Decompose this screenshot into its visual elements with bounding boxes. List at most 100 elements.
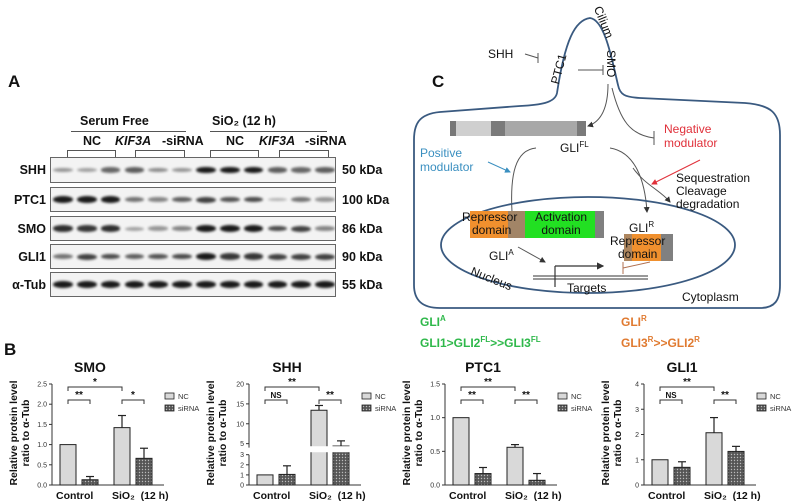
blot-strip <box>50 187 336 212</box>
bar-sirna <box>278 473 296 486</box>
protein-band <box>291 167 311 173</box>
sub-header-gene: KIF3A <box>115 134 152 148</box>
bar-nc <box>452 417 470 486</box>
y-tick-label: 1.5 <box>430 382 440 389</box>
protein-band <box>76 168 97 172</box>
molecular-weight-label: 55 kDa <box>342 278 383 292</box>
blot-strip <box>50 157 336 183</box>
legend-label: siRNA <box>178 404 199 413</box>
protein-band <box>243 225 264 232</box>
protein-band <box>196 253 216 260</box>
blot-row-label: SHH <box>19 163 46 177</box>
bar-nc <box>59 444 77 486</box>
protein-band <box>124 226 145 231</box>
y-tick-label: 5 <box>240 441 244 448</box>
protein-band <box>172 167 192 173</box>
y-tick-label: 3 <box>240 452 244 459</box>
significance-label: ** <box>721 390 729 401</box>
protein-band <box>243 253 264 260</box>
panel-b-letter: B <box>4 340 17 359</box>
protein-band <box>53 225 73 232</box>
sub-header-nc: NC <box>83 134 102 148</box>
y-tick-label: 0 <box>240 483 244 490</box>
protein-band <box>243 196 264 203</box>
legend-label: siRNA <box>770 404 791 413</box>
legend-label: NC <box>770 392 781 401</box>
protein-band <box>76 225 97 232</box>
x-category-label: Control <box>253 490 291 502</box>
protein-band <box>53 254 73 259</box>
protein-band <box>219 196 240 203</box>
sub-header-sirna: -siRNA <box>162 134 204 148</box>
group-underline <box>71 131 186 132</box>
significance-label: * <box>131 390 135 401</box>
lane-bracket <box>135 150 185 157</box>
protein-band <box>100 253 121 260</box>
y-tick-label: 0.0 <box>430 483 440 490</box>
y-tick-label: 20 <box>236 382 244 389</box>
blot-row-label: SMO <box>17 222 46 236</box>
protein-band <box>243 166 264 174</box>
protein-band <box>100 281 121 288</box>
nucleus-outline <box>440 196 736 294</box>
protein-band <box>267 281 288 288</box>
y-tick-label: 15 <box>236 401 244 408</box>
protein-band <box>76 281 97 288</box>
x-category-label: SiO₂ (12 h) <box>704 490 761 502</box>
legend-label: NC <box>375 392 386 401</box>
bar-nc <box>113 427 131 486</box>
protein-band <box>315 197 335 202</box>
cytoplasm-label: Cytoplasm <box>682 290 739 304</box>
y-tick-label: 4 <box>635 382 639 389</box>
protein-band <box>124 281 145 288</box>
significance-label: NS <box>665 391 677 400</box>
bar-sirna <box>528 479 546 486</box>
protein-band <box>243 281 264 288</box>
x-category-label: SiO₂ (12 h) <box>505 490 562 502</box>
protein-band <box>100 196 121 203</box>
x-category-label: Control <box>449 490 487 502</box>
bar-sirna <box>135 457 153 486</box>
protein-band <box>267 225 288 232</box>
sub-header-sirna: -siRNA <box>305 134 347 148</box>
protein-band <box>267 167 288 173</box>
lane-bracket <box>210 150 259 157</box>
bar-nc <box>705 432 723 486</box>
protein-band <box>291 225 311 232</box>
bar-sirna <box>81 479 99 486</box>
protein-band <box>76 253 97 260</box>
y-tick-label: 1.0 <box>430 415 440 422</box>
y-tick-label: 0.5 <box>430 449 440 456</box>
lane-bracket <box>279 150 329 157</box>
molecular-weight-label: 86 kDa <box>342 222 383 236</box>
significance-label: ** <box>522 390 530 401</box>
y-tick-label: 0.5 <box>37 462 47 469</box>
protein-band <box>196 196 216 203</box>
blot-strip <box>50 216 336 241</box>
protein-band <box>172 226 192 231</box>
protein-band <box>124 253 145 260</box>
protein-band <box>315 253 335 260</box>
significance-label: ** <box>75 390 83 401</box>
legend-label: NC <box>571 392 582 401</box>
y-tick-label: 1.5 <box>37 422 47 429</box>
y-tick-label: 2 <box>240 462 244 469</box>
x-category-label: SiO₂ (12 h) <box>309 490 366 502</box>
blot-strip <box>50 244 336 269</box>
protein-band <box>196 281 216 288</box>
bar-sirna <box>474 473 492 486</box>
protein-band <box>172 196 192 203</box>
bar-nc <box>651 459 669 486</box>
protein-band <box>196 166 216 174</box>
protein-band <box>267 253 288 260</box>
significance-label: ** <box>683 377 691 388</box>
targets-label: Targets <box>567 281 607 295</box>
protein-band <box>100 167 121 173</box>
